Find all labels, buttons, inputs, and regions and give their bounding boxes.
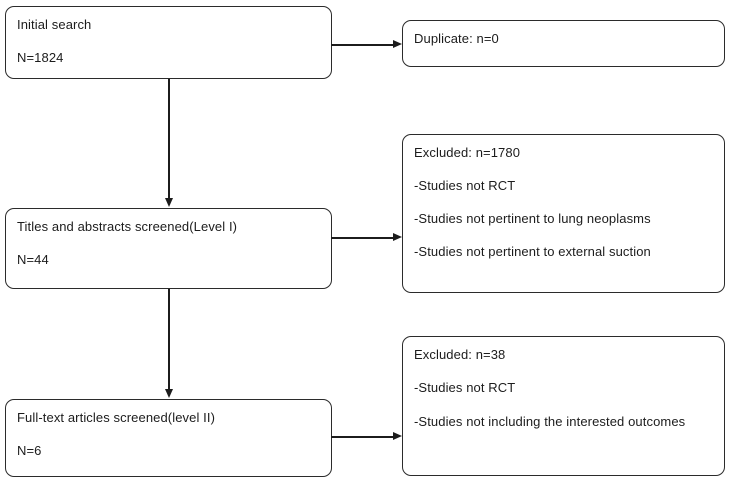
node-initial-search-label: Initial search	[17, 17, 92, 32]
node-duplicate-label: Duplicate: n=0	[414, 31, 499, 46]
node-duplicate: Duplicate: n=0	[402, 20, 725, 67]
node-excluded-level2-count: Excluded: n=38	[414, 347, 506, 362]
node-excluded-level1-reason-2: -Studies not pertinent to lung neoplasms	[414, 211, 651, 226]
node-fulltext-articles-count: N=6	[17, 443, 42, 458]
node-titles-abstracts-count: N=44	[17, 252, 49, 267]
connector-fulltext-to-excluded-level2	[331, 436, 395, 438]
arrow-right-icon-titles-to-excluded-level1	[393, 233, 402, 241]
node-titles-abstracts-label: Titles and abstracts screened(Level I)	[17, 219, 238, 234]
node-excluded-level2: Excluded: n=38 -Studies not RCT -Studies…	[402, 336, 725, 476]
arrow-down-icon-titles-to-fulltext	[165, 389, 173, 398]
node-excluded-level1-reason-1: -Studies not RCT	[414, 178, 516, 193]
node-excluded-level1-count: Excluded: n=1780	[414, 145, 521, 160]
arrow-right-icon-initial-to-duplicate	[393, 40, 402, 48]
node-fulltext-articles-label: Full-text articles screened(level II)	[17, 410, 216, 425]
node-initial-search-count: N=1824	[17, 50, 64, 65]
connector-titles-to-excluded-level1	[331, 237, 395, 239]
node-initial-search: Initial search N=1824	[5, 6, 332, 79]
node-titles-abstracts-screened: Titles and abstracts screened(Level I) N…	[5, 208, 332, 289]
connector-initial-to-duplicate	[331, 44, 395, 46]
node-excluded-level1-reason-3: -Studies not pertinent to external sucti…	[414, 244, 651, 259]
node-excluded-level2-reason-1: -Studies not RCT	[414, 380, 516, 395]
arrow-right-icon-fulltext-to-excluded-level2	[393, 432, 402, 440]
node-excluded-level1: Excluded: n=1780 -Studies not RCT -Studi…	[402, 134, 725, 293]
connector-titles-to-fulltext	[168, 289, 170, 392]
node-fulltext-articles-screened: Full-text articles screened(level II) N=…	[5, 399, 332, 477]
node-excluded-level2-reason-2: -Studies not including the interested ou…	[414, 414, 686, 429]
connector-initial-to-titles	[168, 79, 170, 201]
arrow-down-icon-initial-to-titles	[165, 198, 173, 207]
